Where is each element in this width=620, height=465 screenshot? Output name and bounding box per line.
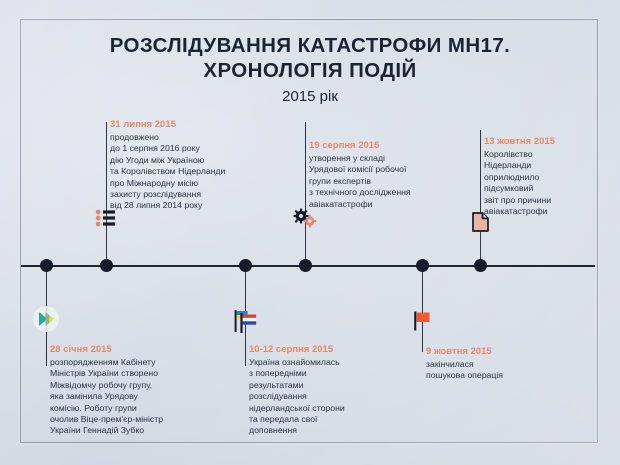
connector-19-serpnya	[304, 122, 306, 266]
timeline-node-6	[473, 259, 487, 272]
event-body: утворення у складі Урядової комісії робо…	[309, 153, 411, 209]
event-date: 19 серпня 2015	[309, 140, 380, 151]
gears-icon	[292, 205, 318, 231]
title-line-2: ХРОНОЛОГІЯ ПОДІЙ	[203, 59, 417, 82]
timeline-node-3	[238, 259, 252, 272]
timeline-node-5	[415, 259, 429, 272]
title-subtitle-year: 2015 рік	[282, 88, 338, 105]
slide-border-frame	[20, 19, 598, 443]
checklist-icon	[93, 205, 119, 231]
event-block-9-zhovtnya: 9 жовтня 2015 закінчилася пошукова опера…	[426, 346, 566, 382]
event-date: 28 січня 2015	[50, 344, 112, 355]
page-title: РОЗСЛІДУВАННЯ КАТАСТРОФИ MH17. ХРОНОЛОГІ…	[0, 33, 620, 108]
event-date: 10-12 серпня 2015	[249, 344, 334, 355]
event-block-10-12-serpnya: 10-12 серпня 2015 Україна ознайомилась з…	[249, 344, 409, 437]
connector-9-zhovtnya	[421, 266, 423, 352]
event-date: 13 жовтня 2015	[484, 136, 555, 147]
title-line-1: РОЗСЛІДУВАННЯ КАТАСТРОФИ MH17.	[109, 34, 511, 57]
connector-31-lypnya	[105, 122, 107, 266]
event-body: продовжено до 1 серпня 2016 року дію Уго…	[110, 132, 226, 211]
event-date: 9 жовтня 2015	[426, 346, 492, 357]
timeline-node-1	[39, 259, 53, 272]
connector-13-zhovtnya	[479, 130, 481, 266]
event-body: Україна ознайомилась з попередніми резул…	[249, 357, 345, 436]
event-block-13-zhovtnya: 13 жовтня 2015 Королівство Нідерланди оп…	[484, 136, 594, 217]
event-body: Королівство Нідерланди оприлюднило підсу…	[484, 149, 552, 217]
event-date: 31 липня 2015	[110, 119, 176, 130]
event-body: закінчилася пошукова операція	[426, 359, 503, 381]
timeline-node-4	[298, 259, 312, 272]
event-block-31-lypnya: 31 липня 2015 продовжено до 1 серпня 201…	[110, 119, 290, 212]
event-block-19-serpnya: 19 серпня 2015 утворення у складі Урядов…	[309, 140, 469, 210]
event-block-28-sichnya: 28 січня 2015 розпорядженням Кабінету Мі…	[50, 344, 230, 437]
event-body: розпорядженням Кабінету Міністрів Україн…	[50, 357, 164, 436]
red-flag-icon	[409, 308, 435, 334]
double-chevron-icon	[31, 304, 61, 334]
document-icon	[467, 209, 493, 235]
timeline-node-2	[99, 259, 113, 272]
two-flags-icon	[230, 306, 260, 334]
